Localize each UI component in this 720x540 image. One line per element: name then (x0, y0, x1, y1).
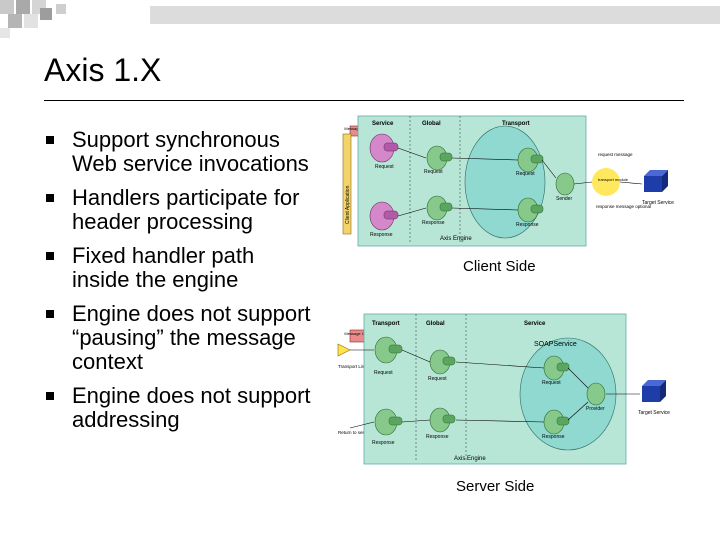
client-side-caption: Client Side (463, 258, 536, 275)
svg-text:Service: Service (524, 321, 546, 327)
svg-text:Global: Global (422, 121, 441, 127)
svg-text:SOAPService: SOAPService (534, 341, 577, 348)
svg-text:Request: Request (424, 169, 443, 175)
svg-text:Request: Request (375, 164, 394, 170)
square-bullet-icon (46, 392, 54, 400)
square-bullet-icon (46, 136, 54, 144)
server-side-caption: Server Side (456, 478, 535, 495)
svg-text:Response: Response (542, 434, 565, 440)
svg-text:response message optional: response message optional (596, 204, 651, 209)
svg-text:Response: Response (370, 232, 393, 238)
svg-text:Client Application: Client Application (345, 185, 351, 224)
slide-title: Axis 1.X (44, 52, 162, 88)
svg-text:request message: request message (598, 152, 633, 157)
svg-text:Target Service: Target Service (638, 410, 670, 416)
bullet-item: Handlers participate for header processi… (46, 186, 316, 234)
server-side-diagram: Message Context Transport Listener Retur… (336, 308, 680, 468)
svg-text:Transport: Transport (502, 121, 530, 127)
svg-text:Global: Global (426, 321, 445, 327)
svg-text:Message Context: Message Context (344, 331, 376, 336)
client-application-bar (342, 133, 352, 235)
bullet-item: Support synchronous Web service invocati… (46, 128, 316, 176)
svg-text:Axis Engine: Axis Engine (440, 236, 472, 242)
svg-text:Service: Service (372, 121, 394, 127)
bullet-item: Engine does not support “pausing” the me… (46, 302, 316, 374)
svg-text:Request: Request (516, 171, 535, 177)
svg-text:Response: Response (426, 434, 449, 440)
square-bullet-icon (46, 310, 54, 318)
svg-text:Axis Engine: Axis Engine (454, 456, 486, 462)
square-bullet-icon (46, 194, 54, 202)
svg-text:Response: Response (422, 220, 445, 226)
svg-text:Target Service: Target Service (642, 200, 674, 206)
title-divider (44, 100, 684, 101)
corner-decoration (0, 0, 720, 38)
bullet-item: Fixed handler path inside the engine (46, 244, 316, 292)
square-bullet-icon (46, 252, 54, 260)
svg-text:Request: Request (374, 370, 393, 376)
svg-text:Transport: Transport (372, 321, 400, 327)
svg-text:Request: Request (428, 376, 447, 382)
bullet-list: Support synchronous Web service invocati… (46, 128, 316, 442)
client-side-diagram: Message Context Client Application Servi… (340, 112, 680, 250)
svg-text:Provider: Provider (586, 406, 605, 412)
svg-text:Response: Response (372, 440, 395, 446)
bullet-item: Engine does not support addressing (46, 384, 316, 432)
svg-text:Sender: Sender (556, 196, 572, 202)
svg-text:Transport Listener: Transport Listener (338, 364, 375, 369)
svg-text:Response: Response (516, 222, 539, 228)
svg-text:Request: Request (542, 380, 561, 386)
svg-text:transport module: transport module (598, 177, 629, 182)
